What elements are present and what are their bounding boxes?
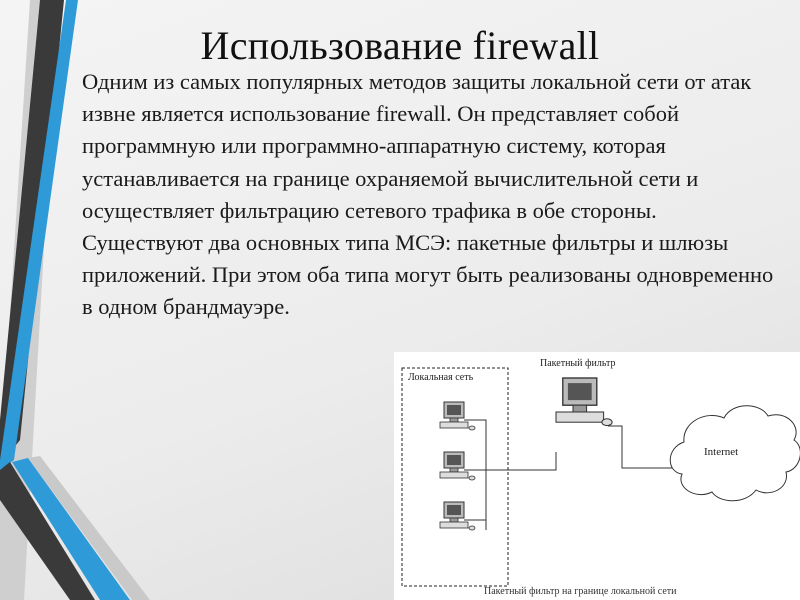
network-diagram: Пакетный фильтр на границе локальной сет…	[394, 352, 800, 600]
paragraph-firewall-definition: Одним из самых популярных методов защиты…	[82, 69, 752, 223]
stripe-blue-bottom	[12, 458, 130, 600]
internet-label: Internet	[704, 446, 739, 458]
local-pc-icon-2	[439, 451, 476, 481]
lan-link-lines	[464, 419, 557, 530]
packet-filter-computer-icon	[555, 377, 613, 427]
slide-title: Использование firewall	[200, 23, 600, 68]
paragraph-firewall-types: Существуют два основных типа МСЭ: пакетн…	[82, 230, 774, 320]
stripe-gray-bottom	[28, 456, 150, 600]
packet-filter-label: Пакетный фильтр	[540, 358, 616, 369]
wan-link-line	[608, 425, 672, 469]
stripe-dark-bottom	[0, 462, 95, 600]
diagram-caption: Пакетный фильтр на границе локальной сет…	[484, 586, 677, 597]
slide-body: Одним из самых популярных методов защиты…	[82, 66, 782, 324]
local-pc-icon-3	[439, 501, 476, 531]
local-network-boundary	[401, 367, 509, 587]
local-pc-icon-1	[439, 401, 476, 431]
local-network-label: Локальная сеть	[408, 372, 474, 383]
stripe-blue-top	[0, 0, 78, 470]
internet-cloud-icon	[669, 405, 800, 502]
